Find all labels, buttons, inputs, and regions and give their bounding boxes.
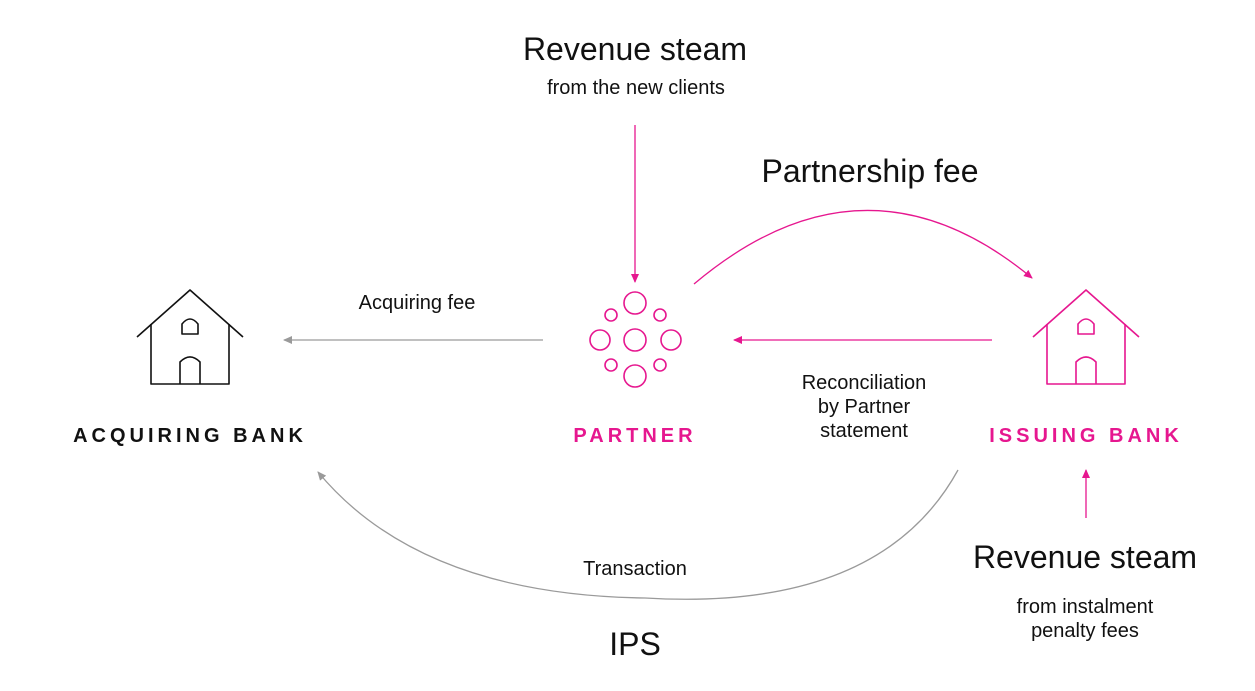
revenue-bottom-subtitle-line-1: from instalment (1016, 596, 1154, 618)
revenue-bottom-subtitle: from instalment penalty fees (1017, 595, 1154, 643)
revenue-top-title: Revenue steam (522, 31, 748, 67)
partner-label: PARTNER (573, 425, 697, 447)
revenue-bottom-title: Revenue steam (972, 539, 1198, 575)
reconciliation-line-1: Reconciliation (801, 372, 927, 394)
arc-transaction (317, 469, 959, 600)
partnership-fee-label: Partnership fee (761, 153, 979, 189)
arc-partnership-fee (693, 209, 1033, 285)
revenue-bottom-subtitle-line-2: penalty fees (1031, 620, 1139, 642)
acquiring-fee-label: Acquiring fee (358, 292, 476, 314)
reconciliation-line-2: by Partner (817, 396, 911, 418)
reconciliation-label: Reconciliation by Partner statement (802, 371, 927, 443)
partner-dots-cluster-icon (589, 291, 682, 388)
reconciliation-line-3: statement (820, 420, 908, 442)
issuing-bank-label: ISSUING BANK (989, 425, 1183, 447)
issuing-bank-house-icon (1032, 289, 1140, 385)
acquiring-bank-house-icon (136, 289, 244, 385)
ips-label: IPS (609, 626, 661, 662)
revenue-top-subtitle: from the new clients (547, 77, 725, 99)
transaction-label: Transaction (583, 558, 687, 580)
acquiring-bank-label: ACQUIRING BANK (73, 425, 307, 447)
